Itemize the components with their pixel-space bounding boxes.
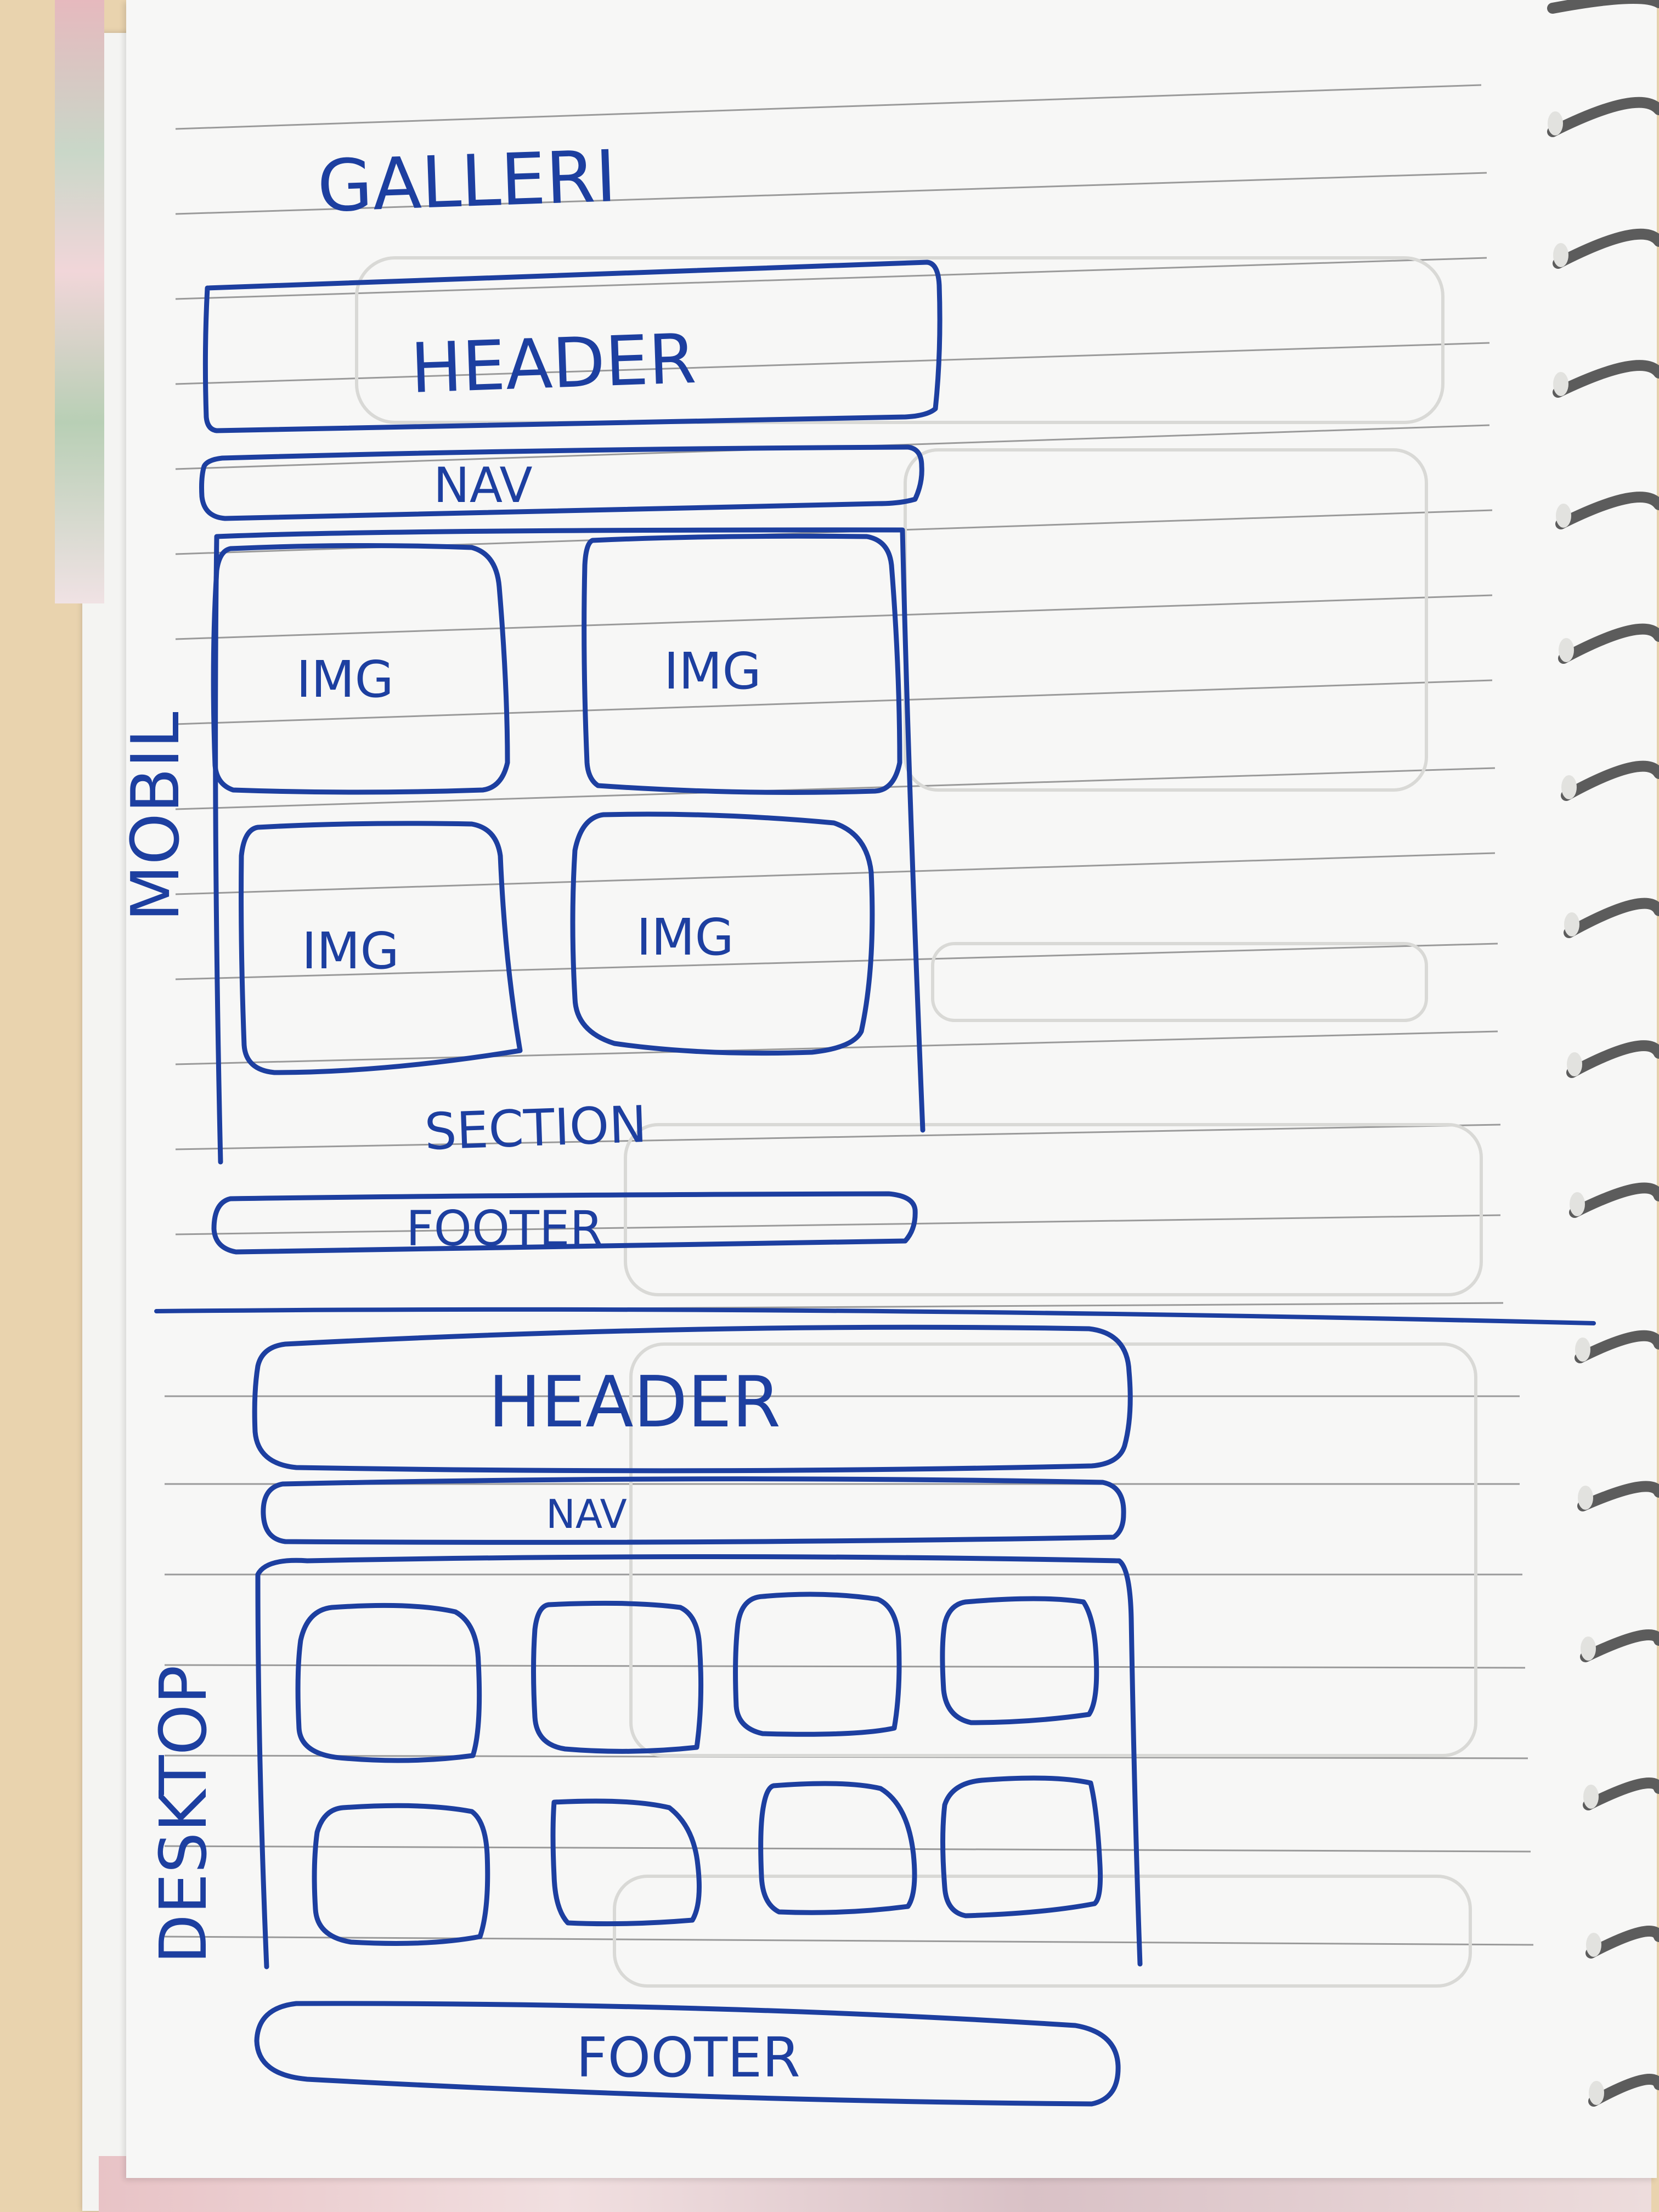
desktop-section-frame bbox=[255, 1554, 1143, 1970]
mobile-header-box bbox=[202, 259, 943, 433]
desktop-header-box bbox=[252, 1324, 1133, 1474]
mobile-img-label-1: IMG bbox=[296, 650, 394, 709]
mobile-side-label: MOBIL bbox=[118, 712, 194, 922]
desktop-footer-box bbox=[254, 2001, 1121, 2107]
mobile-section-frame bbox=[213, 527, 926, 1165]
section-divider bbox=[154, 1307, 1596, 1325]
desktop-img-box-6 bbox=[550, 1798, 702, 1927]
notebook-page bbox=[126, 0, 1657, 2178]
desktop-img-box-4 bbox=[940, 1596, 1099, 1725]
mobile-img-box-3 bbox=[239, 821, 523, 1075]
mobile-footer-box bbox=[211, 1191, 918, 1255]
mobile-img-box-2 bbox=[582, 533, 902, 795]
desktop-side-label: DESKTOP bbox=[145, 1665, 221, 1964]
spiral-binding bbox=[1547, 0, 1659, 2107]
mobile-img-box-1 bbox=[211, 543, 510, 795]
binding-holes bbox=[1548, 111, 1604, 2105]
floral-cover-edge bbox=[55, 0, 104, 603]
desktop-img-box-3 bbox=[733, 1592, 902, 1737]
desktop-img-box-2 bbox=[531, 1600, 704, 1754]
mobile-img-box-4 bbox=[570, 811, 875, 1056]
desktop-nav-label: NAV bbox=[546, 1491, 627, 1537]
desktop-img-box-8 bbox=[940, 1775, 1103, 1918]
ruled-lines bbox=[164, 84, 1534, 1946]
mobile-img-label-3: IMG bbox=[302, 922, 399, 980]
desktop-wireframe bbox=[252, 1324, 1143, 2107]
mobile-img-label-4: IMG bbox=[636, 908, 734, 967]
desktop-img-box-1 bbox=[295, 1602, 482, 1763]
desktop-img-box-5 bbox=[312, 1803, 490, 1946]
desktop-footer-label: FOOTER bbox=[576, 2025, 800, 2090]
mobile-footer-label: FOOTER bbox=[406, 1200, 603, 1257]
page-title: GALLERI bbox=[316, 134, 618, 228]
mobile-img-label-2: IMG bbox=[664, 642, 761, 701]
desktop-header-label: HEADER bbox=[488, 1362, 781, 1443]
show-through-marks bbox=[355, 256, 1483, 1988]
mobile-wireframe bbox=[199, 259, 943, 1255]
desktop-nav-box bbox=[261, 1476, 1126, 1545]
desktop-img-box-7 bbox=[758, 1781, 917, 1915]
mobile-nav-label: NAV bbox=[433, 457, 533, 514]
mobile-header-label: HEADER bbox=[409, 319, 697, 409]
mobile-nav-box bbox=[199, 444, 924, 521]
mobile-section-label: SECTION bbox=[424, 1095, 648, 1161]
